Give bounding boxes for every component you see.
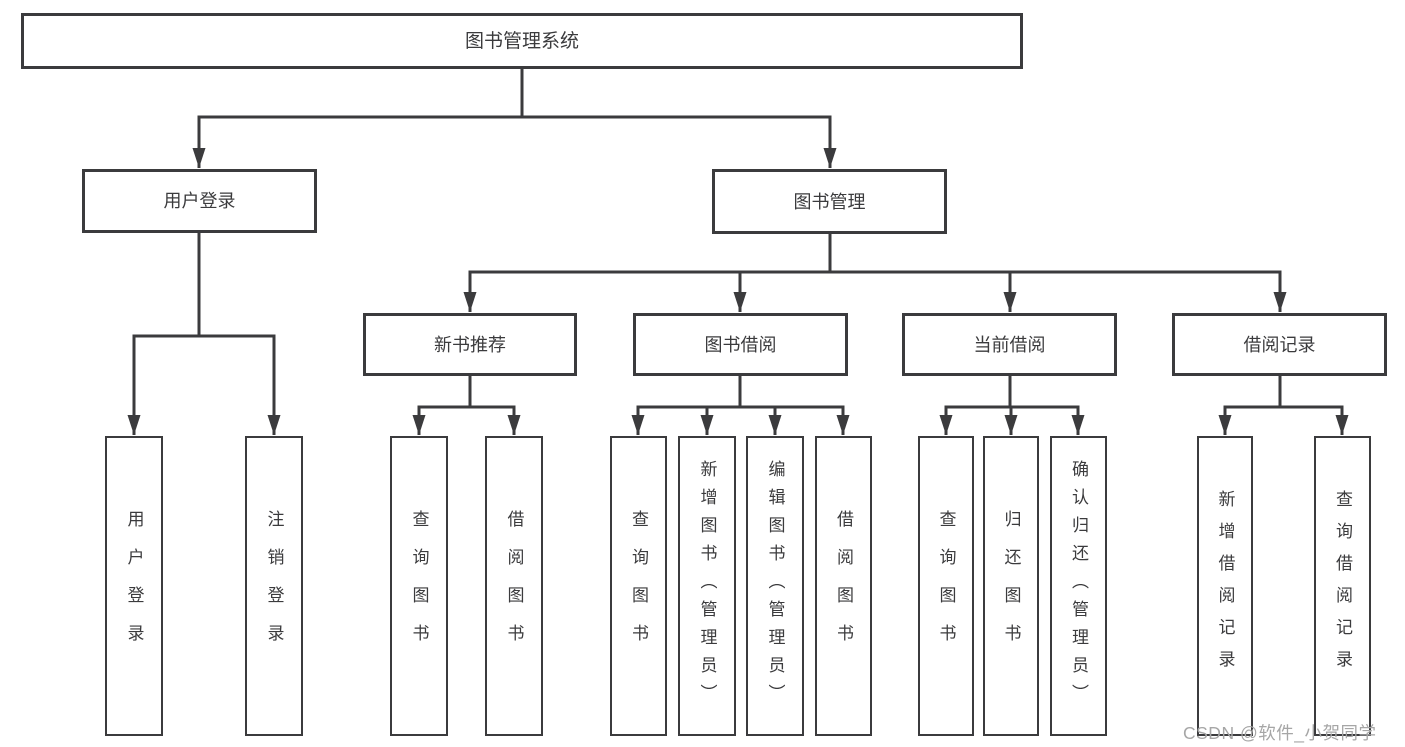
- leaf-label: 确认归还（管理员）: [1069, 460, 1088, 712]
- leaf-edit-books-admin: 编辑图书（管理员）: [746, 436, 804, 736]
- leaf-label: 借阅图书: [834, 510, 853, 662]
- leaf-user-login: 用户登录: [105, 436, 163, 736]
- leaf-label: 查询图书: [629, 510, 648, 662]
- leaf-query-borrow-record: 查询借阅记录: [1314, 436, 1371, 736]
- leaf-query-books-recommend: 查询图书: [390, 436, 448, 736]
- node-label: 图书管理: [793, 191, 866, 212]
- leaf-label: 编辑图书（管理员）: [765, 460, 785, 712]
- leaf-label: 注销登录: [264, 510, 284, 662]
- node-label: 新书推荐: [434, 334, 506, 355]
- leaf-borrow-books-recommend: 借阅图书: [485, 436, 543, 736]
- node-current-borrow: 当前借阅: [902, 313, 1117, 376]
- leaf-return-books: 归还图书: [983, 436, 1039, 736]
- leaf-label: 归还图书: [1001, 510, 1021, 662]
- node-library-system-root: 图书管理系统: [21, 13, 1023, 69]
- leaf-label: 查询图书: [936, 510, 956, 662]
- node-new-book-recommend: 新书推荐: [363, 313, 577, 376]
- node-book-borrow: 图书借阅: [633, 313, 848, 376]
- node-book-management: 图书管理: [712, 169, 947, 234]
- leaf-confirm-return-admin: 确认归还（管理员）: [1050, 436, 1107, 736]
- leaf-query-books-current: 查询图书: [918, 436, 974, 736]
- csdn-watermark: CSDN @软件_小贺同学: [1183, 723, 1377, 743]
- leaf-label: 查询借阅记录: [1333, 490, 1352, 682]
- leaf-add-borrow-record: 新增借阅记录: [1197, 436, 1253, 736]
- leaf-label: 新增图书（管理员）: [697, 460, 717, 712]
- leaf-label: 新增借阅记录: [1215, 490, 1235, 682]
- node-label: 当前借阅: [973, 334, 1046, 355]
- leaf-logout-login: 注销登录: [245, 436, 303, 736]
- node-label: 用户登录: [163, 191, 236, 211]
- node-user-login: 用户登录: [82, 169, 317, 233]
- leaf-label: 用户登录: [124, 510, 144, 662]
- leaf-label: 查询图书: [409, 510, 429, 662]
- node-label: 借阅记录: [1243, 334, 1316, 355]
- node-label: 图书管理系统: [464, 30, 579, 52]
- leaf-query-books-borrow: 查询图书: [610, 436, 667, 736]
- node-borrow-records: 借阅记录: [1172, 313, 1387, 376]
- leaf-add-books-admin: 新增图书（管理员）: [678, 436, 736, 736]
- leaf-label: 借阅图书: [504, 510, 524, 662]
- node-label: 图书借阅: [704, 334, 777, 355]
- leaf-borrow-books: 借阅图书: [815, 436, 872, 736]
